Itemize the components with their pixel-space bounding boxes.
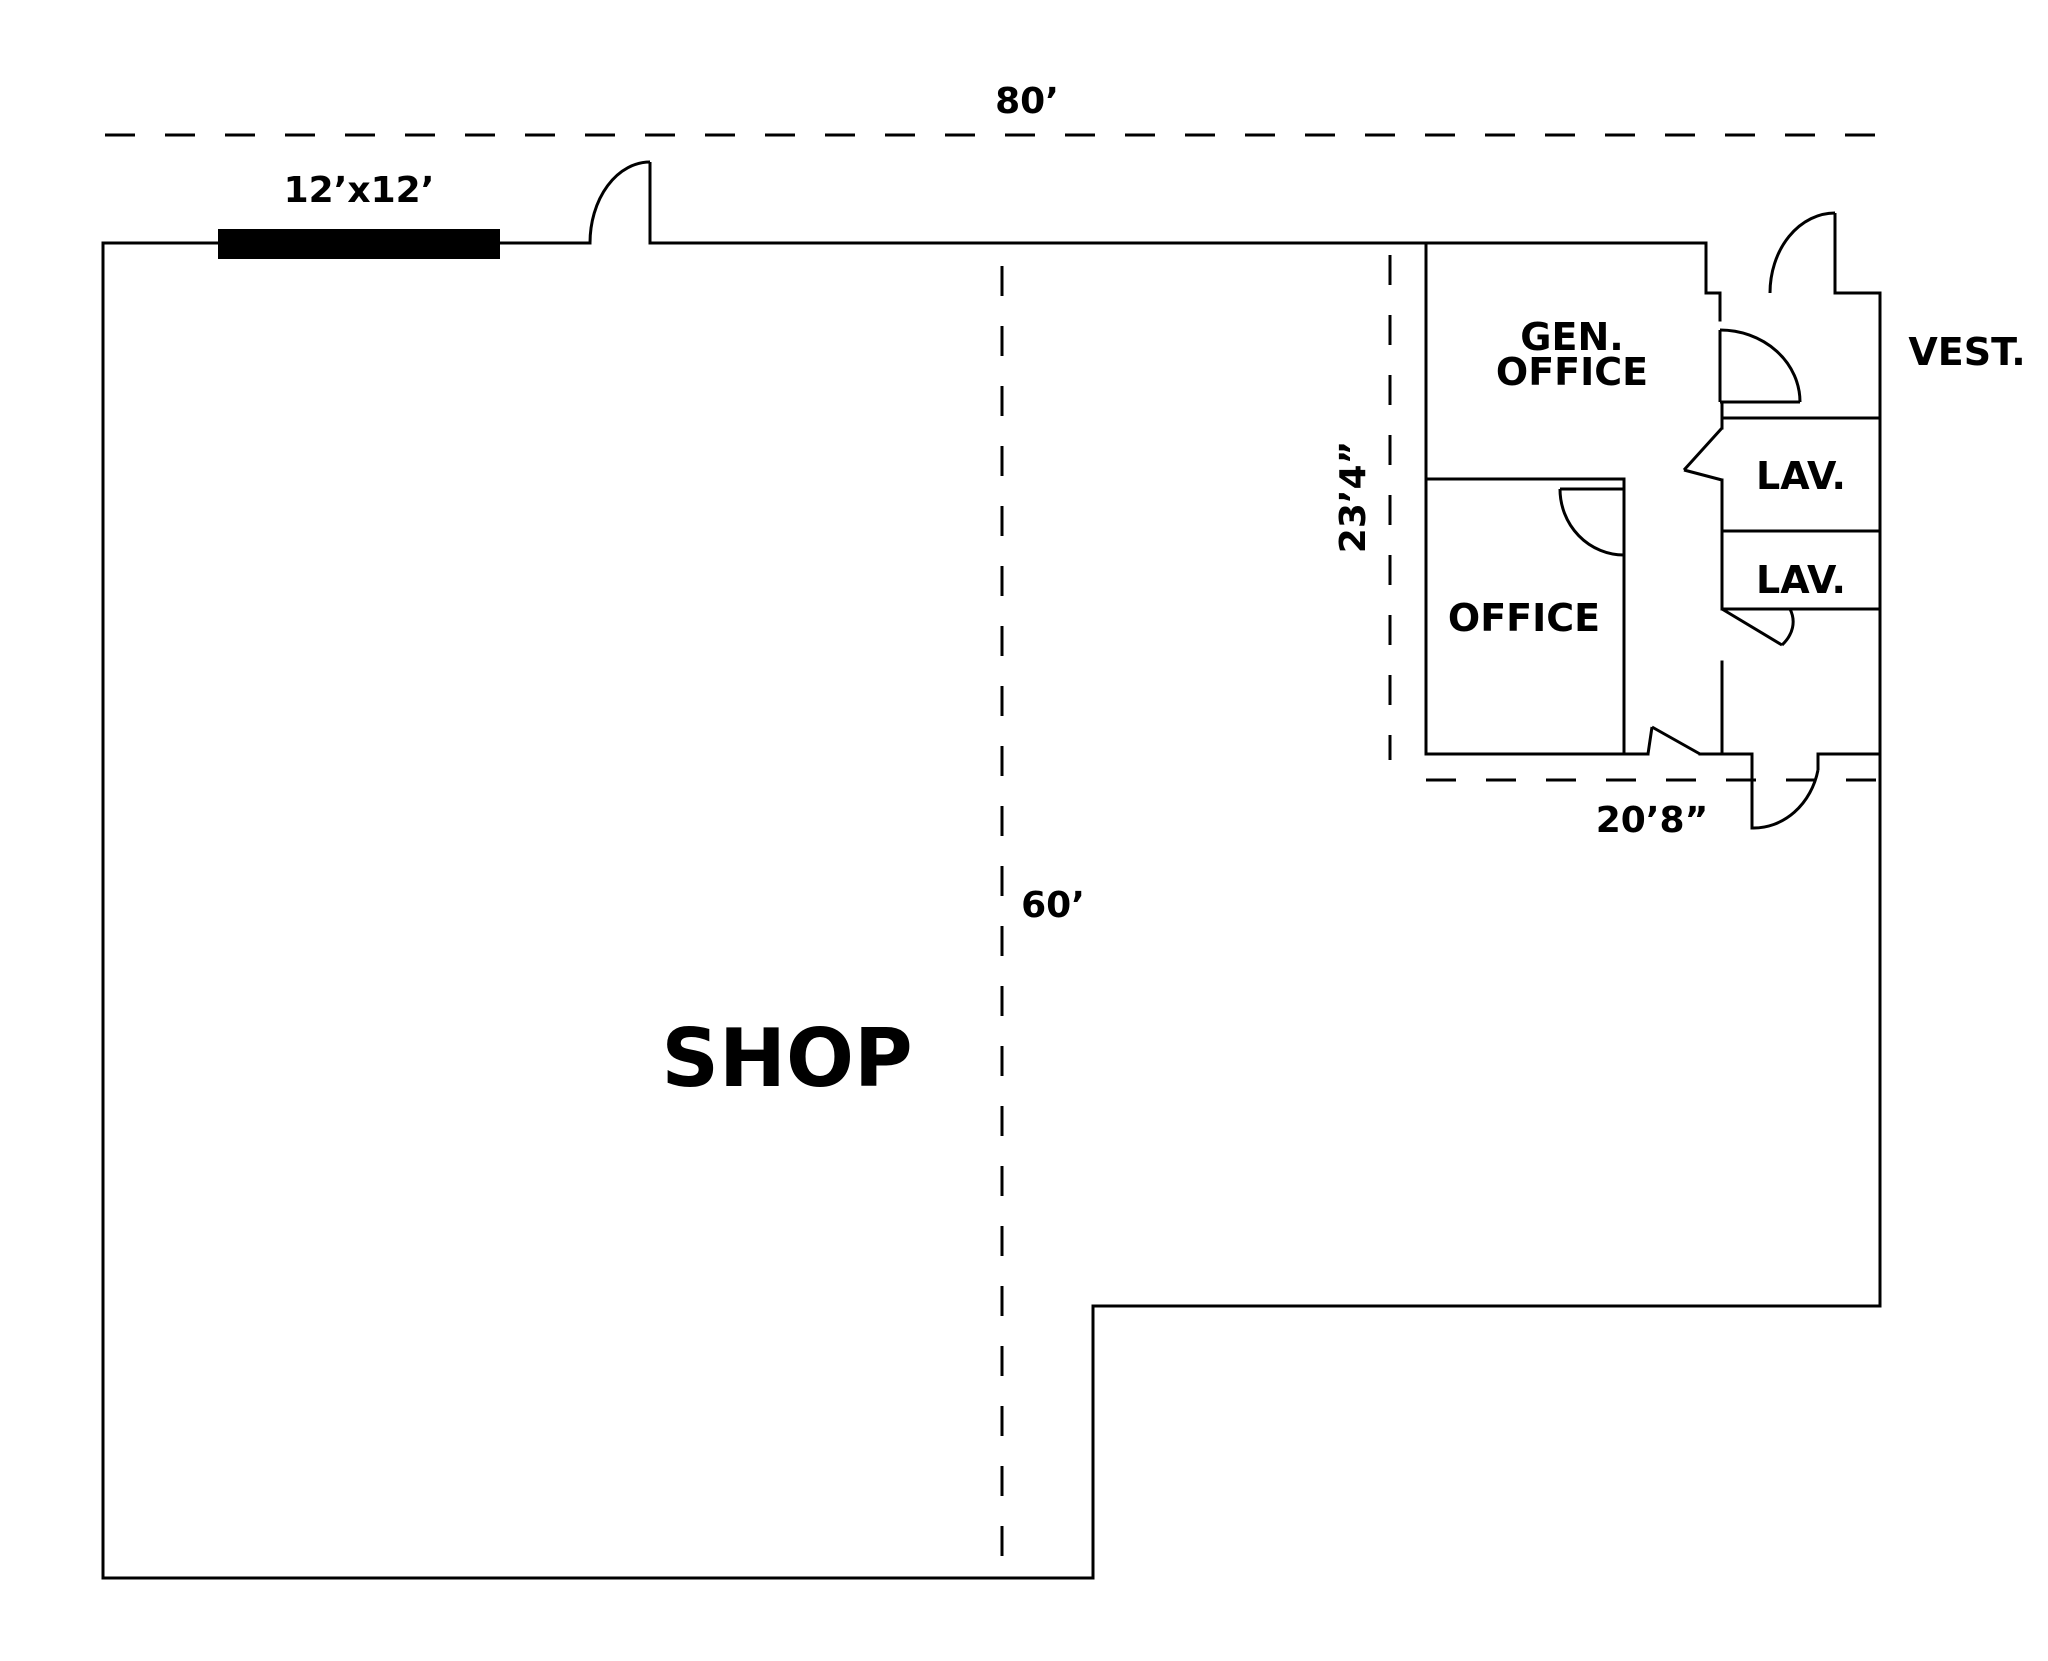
lav-lower-door [1721, 607, 1795, 647]
vestibule-door [1768, 211, 1837, 294]
gen-office-label-line1: GEN. [1520, 315, 1623, 359]
overhead-door [218, 229, 500, 259]
exterior-wall-top-segment [648, 241, 1722, 295]
office-label: OFFICE [1448, 596, 1600, 640]
vestibule-label: VEST. [1908, 330, 2025, 374]
exterior-wall [101, 241, 1882, 1580]
office-block-wall-west [1424, 241, 1650, 756]
lav-lower-label: LAV. [1756, 558, 1846, 602]
exterior-wall-vestibule [1833, 291, 1882, 756]
lav-upper-door [1682, 426, 1724, 482]
office-door [1558, 487, 1626, 557]
gen-office-door [1718, 328, 1802, 404]
lav-upper-label: LAV. [1756, 454, 1846, 498]
overall-depth-label: 60’ [1021, 885, 1085, 926]
overhead-door-label: 12’x12’ [284, 170, 435, 211]
shop-label: SHOP [661, 1012, 912, 1105]
gen-office-label-line2: OFFICE [1496, 350, 1648, 394]
office-partition [1424, 477, 1626, 491]
entry-door-top [588, 160, 652, 244]
south-wall-segments [1698, 752, 1754, 830]
office-depth-label: 23’4” [1333, 441, 1374, 553]
south-exit-door [1751, 754, 1820, 830]
corridor-door [1646, 725, 1701, 756]
overall-width-label: 80’ [995, 81, 1059, 122]
office-width-label: 20’8” [1596, 800, 1708, 841]
